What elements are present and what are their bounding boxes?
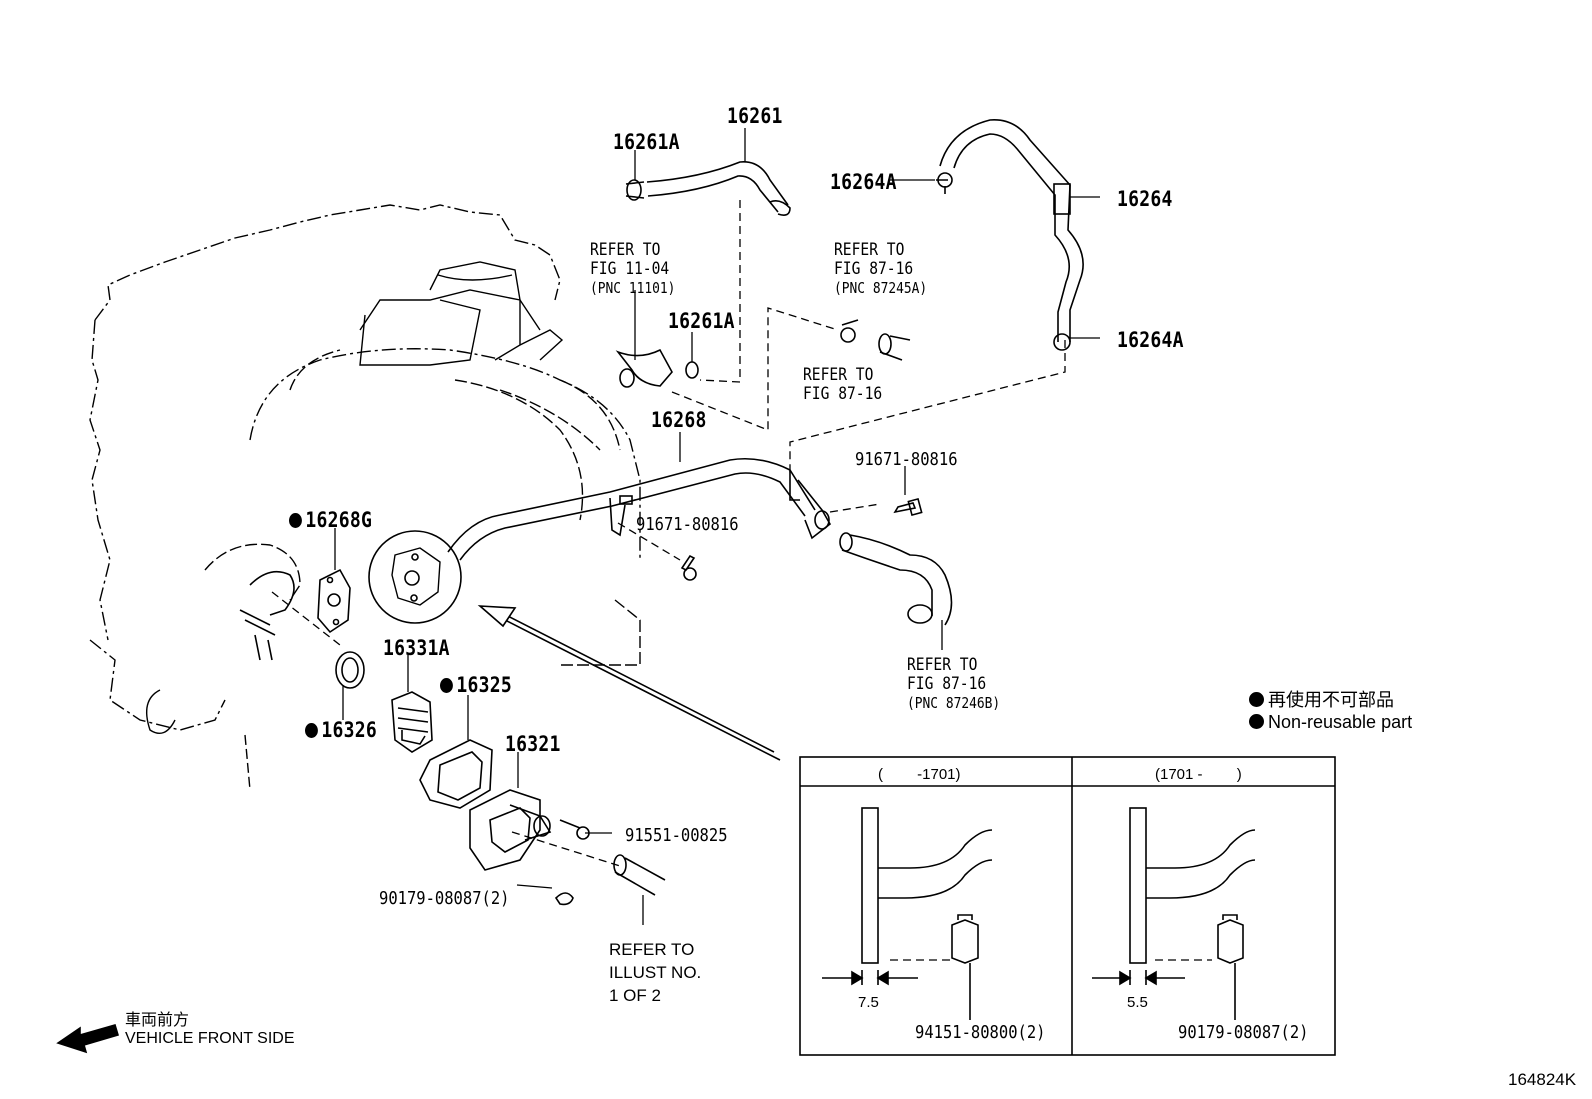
refer-line: REFER TO bbox=[907, 655, 978, 675]
refer-line: FIG 11-04 bbox=[590, 259, 670, 279]
callout-16326-text: 16326 bbox=[321, 718, 377, 742]
partno-94151-inset: 94151-80800(2) bbox=[915, 1022, 1046, 1043]
magnified-detail-circle bbox=[368, 530, 462, 624]
inset-right-header: (1701 - ) bbox=[1155, 766, 1242, 783]
refer-line: FIG 87-16 bbox=[834, 259, 914, 279]
partno-90179-main: 90179-08087(2) bbox=[379, 888, 510, 909]
legend-dot bbox=[1249, 692, 1264, 707]
refer-pnc: (PNC 87245A) bbox=[834, 279, 928, 297]
callout-16331a: 16331A bbox=[383, 636, 450, 660]
figure-number: 164824K bbox=[1508, 1070, 1577, 1089]
refer-fig-87-16-b: REFER TO FIG 87-16 bbox=[803, 366, 882, 404]
callout-16268: 16268 bbox=[651, 408, 707, 432]
callout-16268g-text: 16268G bbox=[305, 508, 373, 532]
engine-block-outline bbox=[89, 204, 641, 791]
callout-16268g: 16268G bbox=[289, 508, 372, 532]
legend-jp: 再使用不可部品 bbox=[1249, 686, 1394, 712]
refer-pnc: (PNC 11101) bbox=[590, 279, 676, 297]
thermostat-assembly bbox=[239, 568, 666, 896]
vehicle-front-arrow bbox=[56, 1024, 119, 1054]
inset-left-dimension: 7.5 bbox=[858, 994, 879, 1011]
callout-16264a-right: 16264A bbox=[1117, 328, 1184, 352]
non-reusable-dot bbox=[440, 678, 453, 693]
legend-en: Non-reusable part bbox=[1249, 712, 1412, 733]
callout-16261a-top: 16261A bbox=[613, 130, 680, 154]
refer-fig-11-04: REFER TO FIG 11-04 (PNC 11101) bbox=[590, 241, 675, 298]
vehicle-front-jp: 車両前方 bbox=[125, 1012, 190, 1029]
refer-fig-87-16-c: REFER TO FIG 87-16 (PNC 87246B) bbox=[907, 656, 1000, 713]
leader-lines bbox=[334, 128, 1100, 925]
dashed-leaders bbox=[271, 200, 1212, 961]
partno-91671-mid: 91671-80816 bbox=[636, 514, 739, 535]
callout-16321: 16321 bbox=[505, 732, 561, 756]
refer-line: 1 OF 2 bbox=[609, 986, 661, 1005]
refer-line: REFER TO bbox=[803, 365, 874, 385]
refer-line: REFER TO bbox=[609, 940, 695, 959]
callout-16261: 16261 bbox=[727, 104, 783, 128]
callout-16264a-left: 16264A bbox=[830, 170, 897, 194]
callout-16264: 16264 bbox=[1117, 187, 1173, 211]
partno-91551: 91551-00825 bbox=[625, 825, 728, 846]
hose-87246b bbox=[839, 532, 953, 626]
refer-line: FIG 87-16 bbox=[907, 674, 987, 694]
refer-line: FIG 87-16 bbox=[803, 384, 883, 404]
callout-16261a-mid: 16261A bbox=[668, 309, 735, 333]
legend-jp-text: 再使用不可部品 bbox=[1268, 690, 1394, 710]
callout-16325-text: 16325 bbox=[456, 673, 512, 697]
callout-16326: 16326 bbox=[305, 718, 377, 742]
inset-right-dimension: 5.5 bbox=[1127, 994, 1148, 1011]
vehicle-front-en: VEHICLE FRONT SIDE bbox=[125, 1030, 295, 1047]
hose-16264 bbox=[936, 119, 1084, 351]
non-reusable-dot bbox=[289, 513, 302, 528]
bolts bbox=[554, 497, 923, 906]
partno-91671-right: 91671-80816 bbox=[855, 449, 958, 470]
refer-pnc: (PNC 87246B) bbox=[907, 694, 1001, 712]
partno-90179-inset: 90179-08087(2) bbox=[1178, 1022, 1309, 1043]
refer-line: REFER TO bbox=[590, 240, 661, 260]
legend-dot bbox=[1249, 714, 1264, 729]
legend-en-text: Non-reusable part bbox=[1268, 712, 1413, 732]
refer-line: REFER TO bbox=[834, 240, 905, 260]
non-reusable-dot bbox=[305, 723, 318, 738]
view-arrow bbox=[477, 605, 781, 761]
pipe-16268 bbox=[447, 457, 832, 561]
callout-16325: 16325 bbox=[440, 673, 512, 697]
inset-box bbox=[799, 756, 1336, 1056]
hose-87245a bbox=[840, 319, 911, 361]
refer-illust: REFER TO ILLUST NO. 1 OF 2 bbox=[609, 938, 701, 1007]
refer-line: ILLUST NO. bbox=[609, 963, 702, 982]
inset-left-header: ( -1701) bbox=[878, 766, 961, 783]
refer-fig-87-16-a: REFER TO FIG 87-16 (PNC 87245A) bbox=[834, 241, 927, 298]
